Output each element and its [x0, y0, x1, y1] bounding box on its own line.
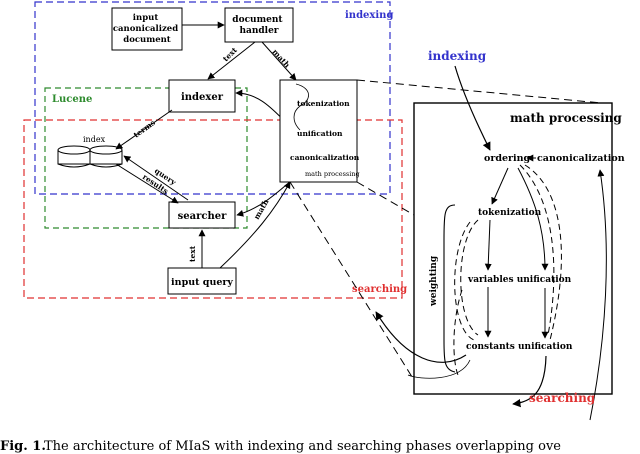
math-box-canonicalization: canonicalization [290, 153, 360, 162]
input-document-box [111, 7, 183, 51]
searching-region [23, 119, 403, 299]
math-box-unification: unification [297, 129, 343, 138]
document-handler-label: document handler [232, 15, 285, 36]
index-storage-icon [57, 145, 123, 168]
searching-region-label: searching [352, 284, 407, 295]
detail-title: math processing [510, 111, 622, 125]
math-box-tokenization: tokenization [297, 99, 350, 108]
input-doc-line-3: document [123, 35, 171, 45]
indexer-label: indexer [181, 92, 224, 103]
detail-tokenization: tokenization [478, 208, 542, 218]
lucene-region-label: Lucene [52, 94, 92, 105]
edge-label-text-bottom: text [188, 245, 197, 262]
document-handler-box [224, 7, 294, 43]
detail-ordering: ordering [484, 153, 531, 164]
detail-searching-label: searching [529, 391, 596, 405]
indexing-region [34, 1, 391, 195]
input-doc-line-2: canonicalized [113, 24, 178, 34]
edge-label-text-top: text [221, 45, 239, 63]
detail-constants-unification: constants unification [466, 342, 573, 352]
detail-variables-unification: variables unification [467, 275, 572, 285]
math-box-caption: math processing [305, 170, 360, 178]
detail-weighting: weighting [429, 255, 439, 307]
indexer-box [168, 79, 236, 113]
indexing-region-label: indexing [345, 10, 393, 21]
detail-canonicalization: canonicalization [537, 153, 625, 164]
edge-label-terms: terms [132, 118, 157, 140]
doc-handler-line-1: document [232, 15, 283, 25]
lucene-region [44, 87, 248, 229]
input-query-label: input query [171, 277, 233, 288]
math-processing-detail-box [413, 102, 613, 395]
edge-label-math-top: math [271, 47, 293, 70]
edge-label-math-bottom: math [252, 197, 271, 221]
searcher-box [168, 201, 236, 229]
detail-indexing-label: indexing [428, 49, 487, 63]
input-doc-line-1: input [133, 13, 159, 23]
searcher-label: searcher [178, 211, 227, 222]
input-query-box [167, 267, 237, 295]
caption-text: The architecture of MIaS with indexing a… [44, 439, 561, 454]
math-processing-box [279, 79, 358, 183]
doc-handler-line-2: handler [239, 26, 278, 36]
input-document-label: input canonicalized document [113, 13, 181, 45]
caption-prefix: Fig. 1. [0, 439, 46, 454]
index-label: index [83, 135, 106, 144]
